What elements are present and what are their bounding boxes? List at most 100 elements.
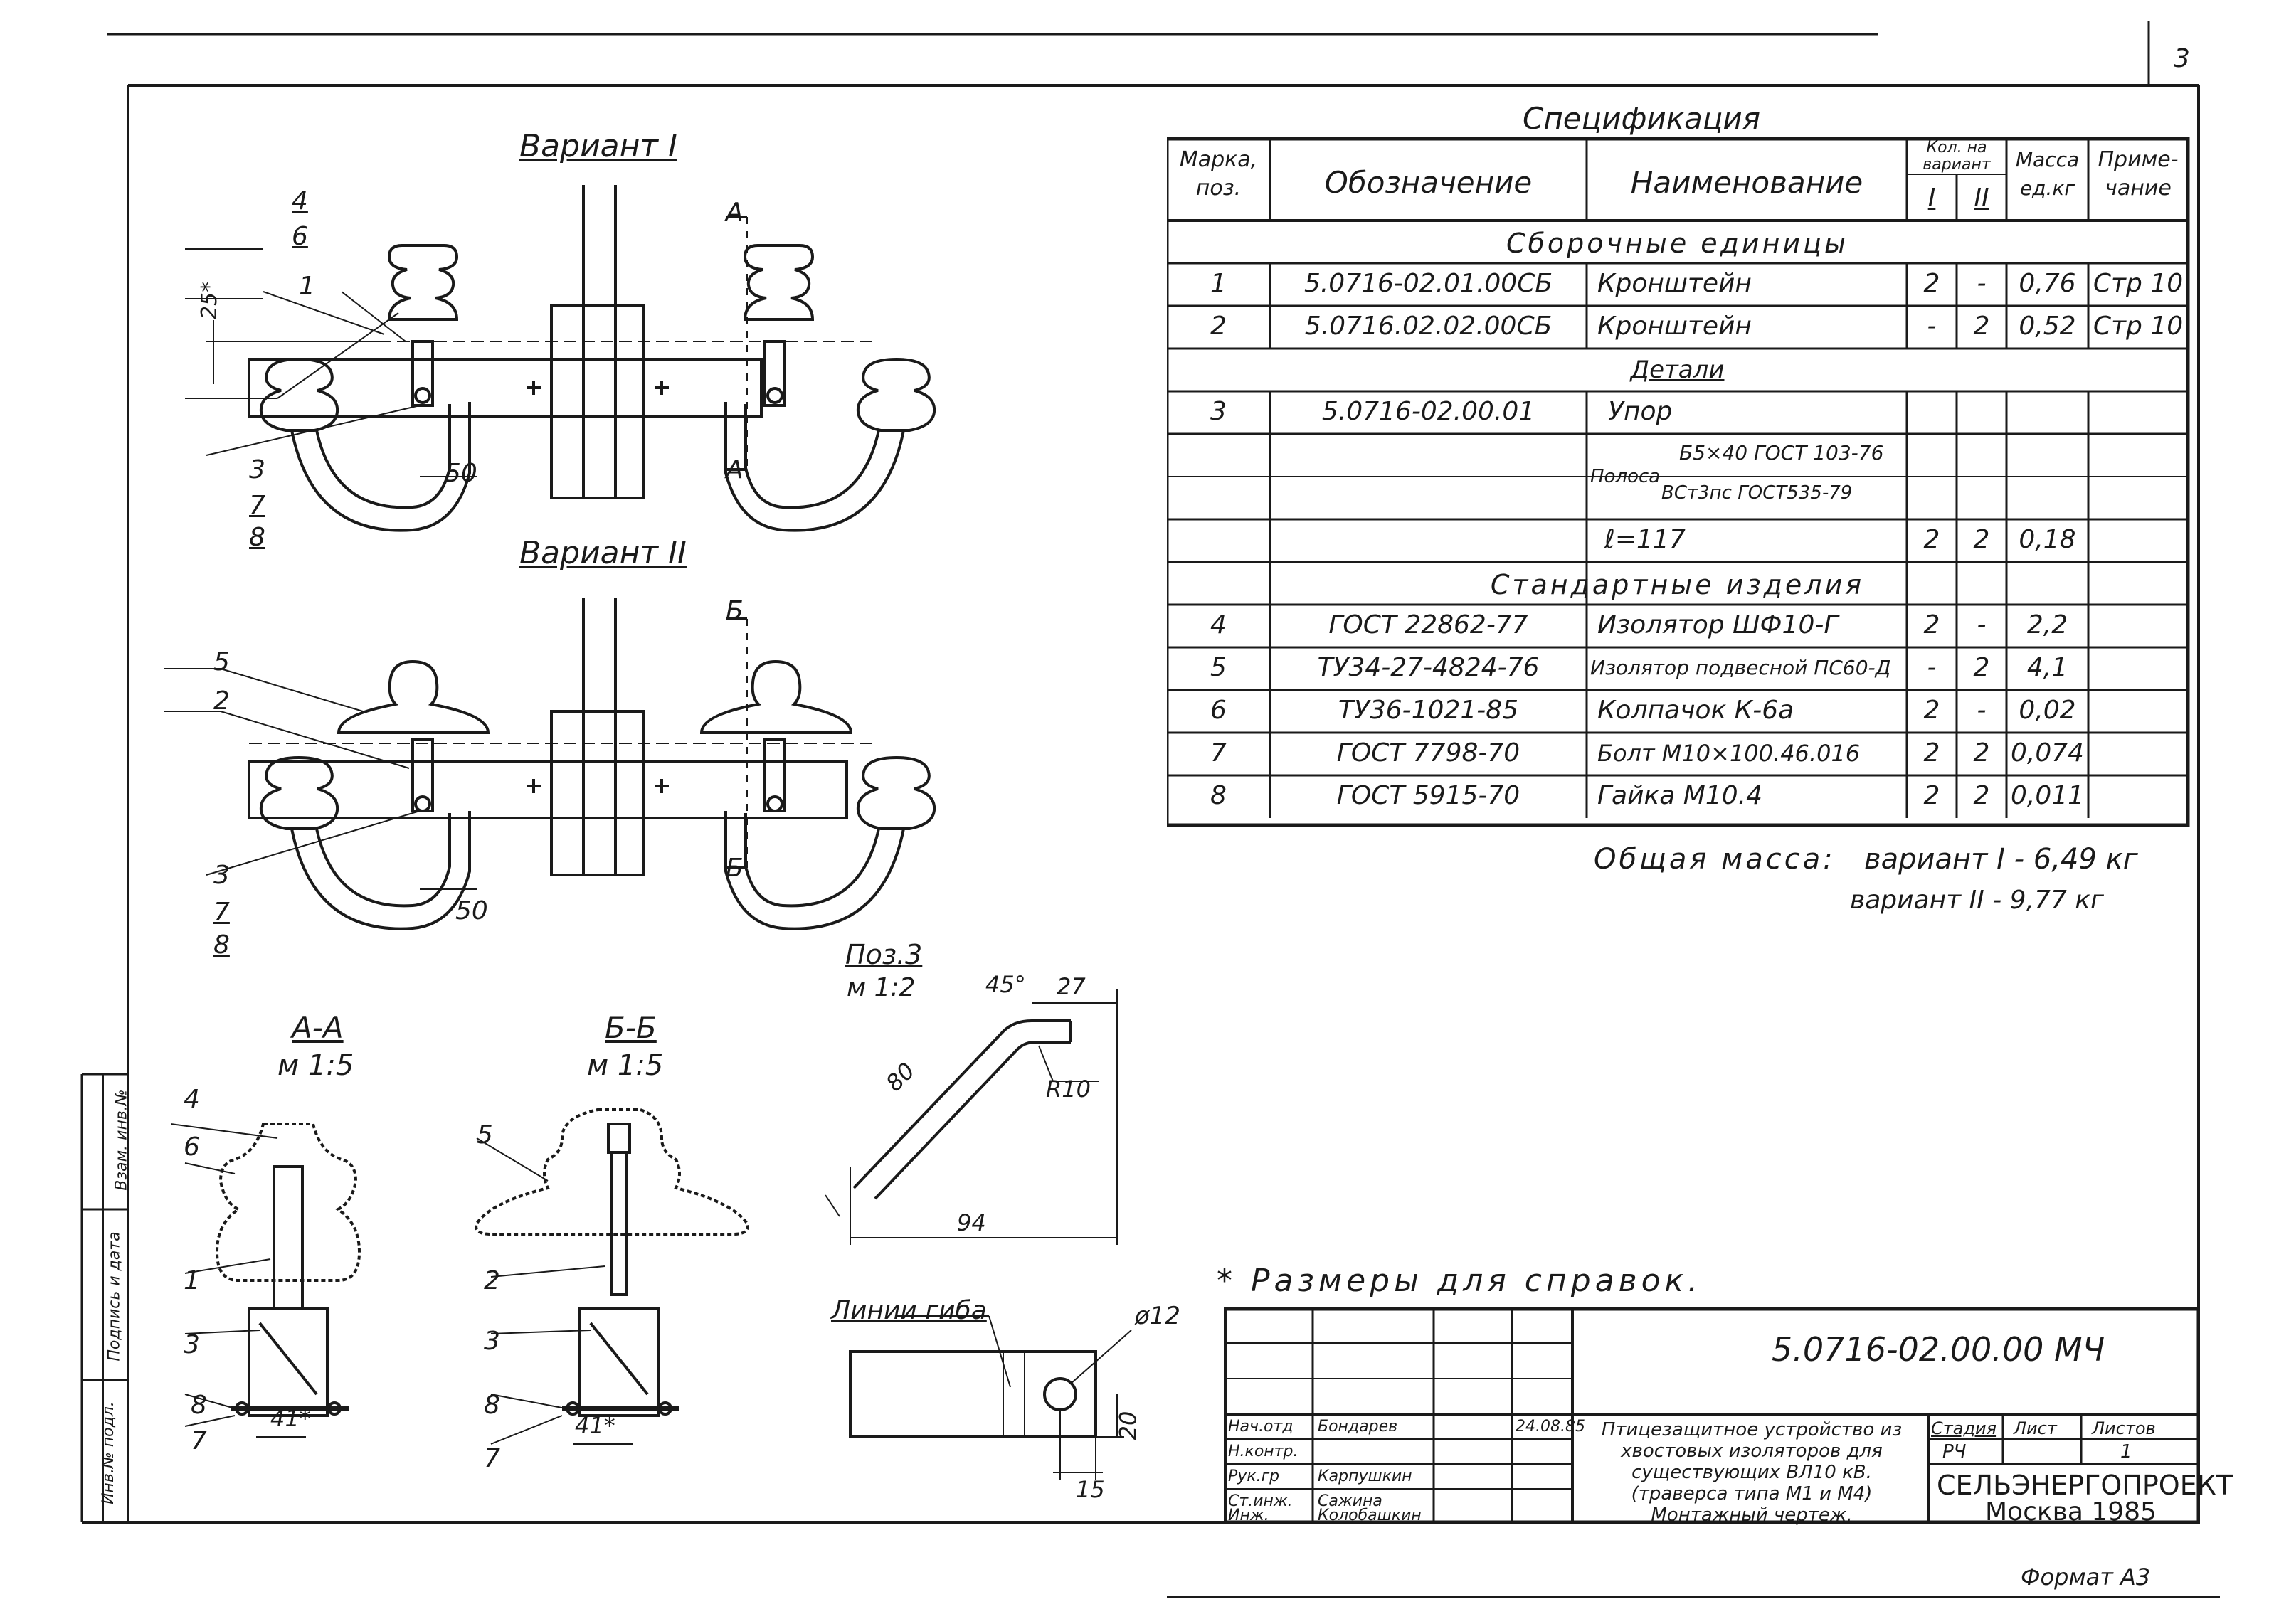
sign-date: 24.08.85: [1516, 1418, 1585, 1435]
variant2-drawing: [164, 598, 936, 930]
detail-strip-bottom: ВСт3пс ГОСТ535-79: [1661, 482, 1853, 504]
detail-pos: 3: [1210, 397, 1227, 426]
bend-dim-hole: ø12: [1135, 1302, 1181, 1330]
asm1-des: 5.0716-02.01.00СБ: [1303, 269, 1553, 298]
detail-length: ℓ=117: [1604, 525, 1686, 554]
std1-q1: 2: [1923, 610, 1940, 639]
spec-section-assembly: Сборочные единицы: [1506, 228, 1849, 259]
detail-q2: 2: [1973, 525, 1990, 554]
org-city: Москва 1985: [1985, 1497, 2157, 1527]
aa-callout-3: 3: [184, 1330, 200, 1359]
std2-mass: 4,1: [2026, 653, 2068, 682]
doc-title-line-5: Монтажный чертеж.: [1651, 1504, 1853, 1526]
detail-strip-label: Полоса: [1590, 466, 1661, 487]
section-bb-title: Б-Б: [605, 1010, 657, 1045]
std5-name: Гайка М10.4: [1597, 781, 1762, 810]
format-label: Формат А3: [2021, 1564, 2151, 1591]
std2-q1: -: [1927, 653, 1937, 682]
v2-callout-3: 3: [213, 861, 230, 890]
asm2-q1: -: [1927, 312, 1937, 341]
detail-strip-top: Б5×40 ГОСТ 103-76: [1679, 441, 1884, 465]
doc-title-line-2: хвостовых изоляторов для: [1621, 1440, 1883, 1462]
variant2-title: Вариант II: [519, 535, 687, 571]
total-v2: вариант II - 9,77 кг: [1850, 886, 2104, 915]
v1-callout-7: 7: [249, 491, 265, 520]
v1-callout-3: 3: [249, 455, 265, 484]
bb-callout-2: 2: [484, 1266, 500, 1295]
v2-callout-2: 2: [213, 686, 230, 716]
bend-drawing: [849, 1315, 1132, 1480]
name-5: Колобашкин: [1318, 1507, 1422, 1524]
pos3-dim-angle: 45°: [985, 971, 1026, 998]
std5-pos: 8: [1210, 781, 1227, 810]
stage-label: Стадия: [1931, 1418, 1997, 1438]
std1-mass: 2,2: [2026, 610, 2068, 639]
asm2-mass: 0,52: [2019, 312, 2076, 341]
bend-dim-height: 20: [1114, 1411, 1142, 1440]
doc-code: 5.0716-02.00.00 МЧ: [1772, 1330, 2105, 1369]
std2-name: Изолятор подвесной ПС60-Д: [1590, 656, 1891, 679]
spec-header-designation: Обозначение: [1324, 165, 1533, 200]
asm1-q1: 2: [1923, 269, 1940, 298]
std4-mass: 0,074: [2010, 738, 2085, 768]
asm2-name: Кронштейн: [1597, 312, 1752, 341]
asm1-name: Кронштейн: [1597, 269, 1752, 298]
bb-callout-8: 8: [484, 1391, 500, 1420]
doc-title-line-4: (траверса типа М1 и М4): [1631, 1483, 1873, 1504]
aa-callout-1: 1: [184, 1266, 200, 1295]
aa-callout-8: 8: [191, 1391, 207, 1420]
std4-pos: 7: [1210, 738, 1227, 768]
asm1-note: Стр 10: [2093, 269, 2184, 298]
asm1-mass: 0,76: [2019, 269, 2076, 298]
pos3-dim-top: 27: [1057, 973, 1086, 1000]
section-aa-scale: м 1:5: [277, 1049, 354, 1082]
pos3-title: Поз.3: [845, 939, 923, 970]
std1-q2: -: [1977, 610, 1987, 639]
std5-mass: 0,011: [2010, 781, 2085, 810]
v2-cut-b-bottom: Б: [726, 854, 744, 883]
role-2: Н.контр.: [1228, 1443, 1299, 1460]
asm1-q2: -: [1977, 269, 1987, 298]
aa-callout-4: 4: [184, 1085, 200, 1114]
spec-header-qty: Кол. на вариант: [1922, 139, 1991, 174]
name-3: Карпушкин: [1318, 1468, 1412, 1485]
asm2-note: Стр 10: [2093, 312, 2184, 341]
aa-dim-width: 41*: [270, 1405, 311, 1432]
std5-q2: 2: [1973, 781, 1990, 810]
name-4: Сажина: [1318, 1492, 1382, 1510]
v1-cut-a-top: А: [726, 198, 744, 227]
v2-cut-b-top: Б: [726, 596, 744, 625]
std3-name: Колпачок К-6а: [1597, 696, 1794, 725]
bb-callout-7: 7: [484, 1444, 500, 1473]
spec-table-grid: [1167, 137, 2190, 827]
detail-mass: 0,18: [2019, 525, 2076, 554]
asm2-q2: 2: [1973, 312, 1990, 341]
stage-value: РЧ: [1942, 1441, 1967, 1463]
std2-q2: 2: [1973, 653, 1990, 682]
std3-mass: 0,02: [2019, 696, 2076, 725]
std4-name: Болт М10×100.46.016: [1597, 740, 1861, 767]
spec-header-qty2: II: [1974, 184, 1989, 213]
spec-title: Спецификация: [1523, 101, 1760, 136]
detail-name: Упор: [1608, 397, 1673, 426]
v1-dim-offset: 50: [445, 459, 477, 488]
v2-callout-5: 5: [213, 647, 230, 676]
v1-dim-height: 25*: [197, 281, 223, 320]
bb-dim-width: 41*: [575, 1412, 615, 1439]
std1-pos: 4: [1210, 610, 1227, 639]
std5-q1: 2: [1923, 781, 1940, 810]
spec-header-qty1: I: [1927, 184, 1936, 213]
variant1-title: Вариант I: [519, 128, 677, 164]
v1-callout-8: 8: [249, 523, 265, 552]
spec-header-mark: Марка, поз.: [1179, 147, 1258, 201]
std3-pos: 6: [1210, 696, 1227, 725]
std5-des: ГОСТ 5915-70: [1336, 781, 1520, 810]
role-1: Нач.отд: [1228, 1418, 1294, 1435]
sheets-label: Листов: [2092, 1418, 2156, 1438]
std4-q1: 2: [1923, 738, 1940, 768]
v1-cut-a-bottom: А: [726, 455, 744, 484]
v1-callout-1: 1: [299, 272, 315, 301]
title-block-grid: [1224, 1307, 2200, 1524]
std3-des: ТУ36-1021-85: [1338, 696, 1519, 725]
